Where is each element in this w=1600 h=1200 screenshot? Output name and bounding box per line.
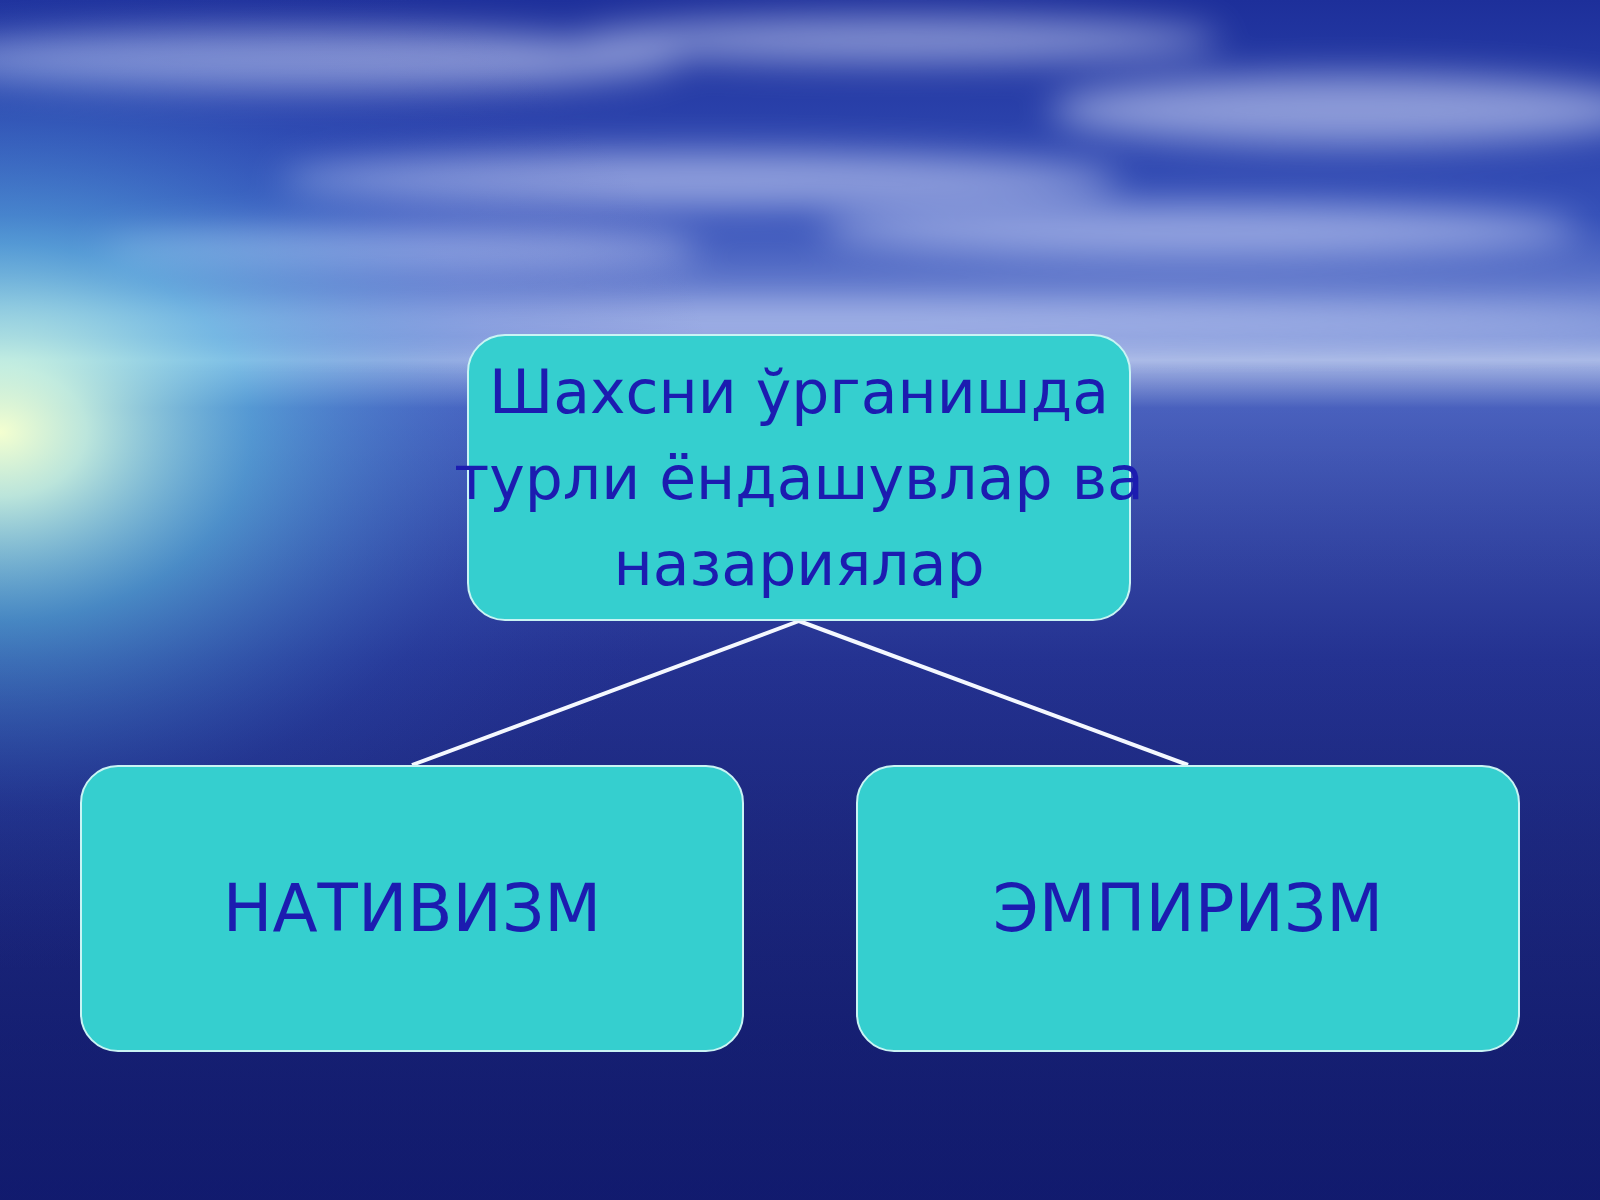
concept-box: НАТИВИЗМ [80,765,744,1052]
node-label: ЭМПИРИЗМ [878,869,1498,949]
connector-line [412,621,799,765]
node-label: Шахсни ўрганишда турли ёндашувлар ва наз… [429,349,1169,607]
connector-line [799,621,1188,765]
node-label: НАТИВИЗМ [102,869,722,949]
concept-box: ЭМПИРИЗМ [856,765,1520,1052]
root-box: Шахсни ўрганишда турли ёндашувлар ва наз… [467,334,1131,621]
